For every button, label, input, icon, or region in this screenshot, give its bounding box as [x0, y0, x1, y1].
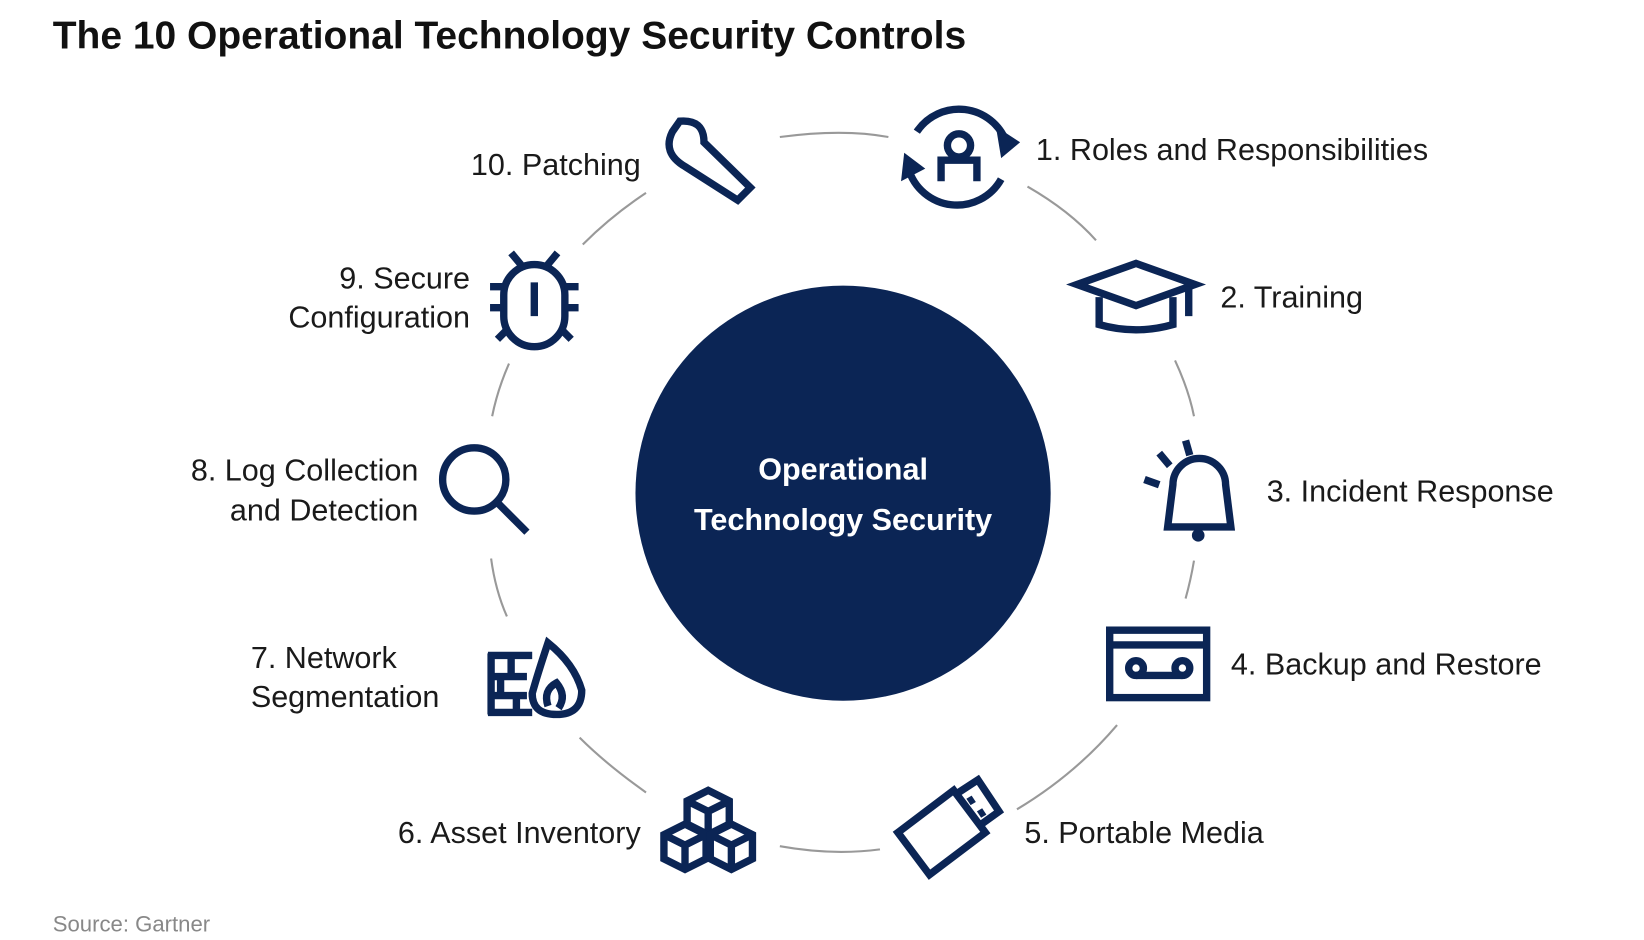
cassette-tape-icon [1106, 626, 1211, 702]
control-9-label-line2: Configuration [288, 301, 470, 335]
source-note: Source: Gartner [53, 912, 210, 937]
control-2-label: 2. Training [1220, 281, 1363, 315]
stacked-cubes-icon [660, 786, 757, 874]
diagram-title: The 10 Operational Technology Security C… [53, 14, 966, 57]
usb-drive-icon [892, 774, 1005, 880]
control-8-label-line2: and Detection [230, 494, 419, 528]
control-3-label: 3. Incident Response [1267, 475, 1554, 509]
alarm-bell-icon [1143, 439, 1236, 542]
control-1-label: 1. Roles and Responsibilities [1036, 133, 1428, 167]
graduation-cap-icon [1066, 259, 1207, 334]
control-9-label-line1: 9. Secure [339, 262, 470, 296]
center-circle [635, 285, 1051, 701]
roles-cycle-icon [901, 105, 1021, 209]
bug-icon [490, 250, 579, 351]
control-8-label-line1: 8. Log Collection [191, 454, 419, 488]
control-7-label-line2: Segmentation [251, 680, 440, 714]
control-5-label: 5. Portable Media [1024, 816, 1263, 850]
connector-ring [490, 131, 1196, 853]
control-4-label: 4. Backup and Restore [1231, 647, 1542, 681]
control-7-label-line1: 7. Network [251, 641, 398, 675]
control-10-label: 10. Patching [471, 148, 641, 182]
control-6-label: 6. Asset Inventory [398, 816, 642, 850]
center-label-line1: Operational [758, 452, 928, 486]
firewall-icon [487, 636, 586, 719]
magnifier-icon [438, 444, 530, 535]
wrench-icon [665, 117, 756, 205]
center-label-line2: Technology Security [694, 503, 992, 537]
